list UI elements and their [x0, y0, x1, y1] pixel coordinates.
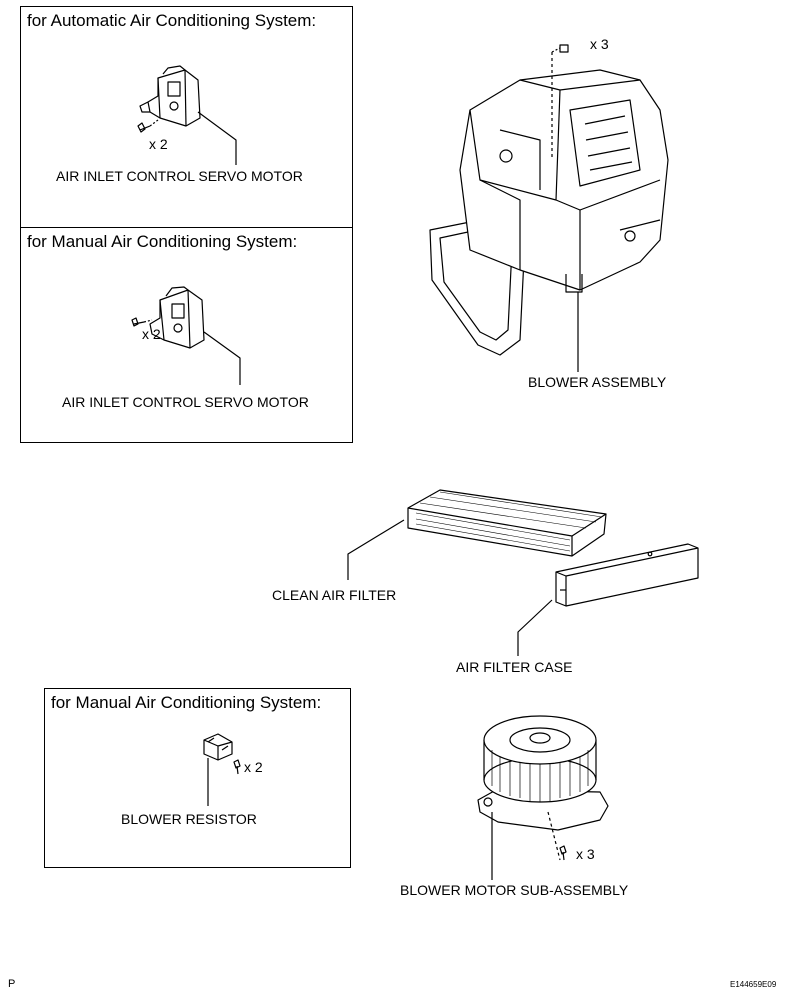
blower-resistor-icon	[203, 733, 233, 761]
blower-motor-label: BLOWER MOTOR SUB-ASSEMBLY	[400, 882, 629, 898]
page-marker: P	[8, 978, 16, 990]
blower-resistor-label: BLOWER RESISTOR	[121, 811, 257, 827]
blower-assembly-label: BLOWER ASSEMBLY	[528, 374, 667, 390]
blower-resistor-screw-qty: x 2	[244, 759, 263, 775]
leader-line	[197, 111, 237, 165]
manual-servo-panel: for Manual Air Conditioning System:	[20, 227, 353, 443]
auto-servo-panel-title: for Automatic Air Conditioning System:	[27, 11, 317, 30]
manual-resistor-panel: for Manual Air Conditioning System:	[44, 688, 351, 868]
manual-servo-label: AIR INLET CONTROL SERVO MOTOR	[62, 394, 309, 410]
screw-icon	[233, 759, 241, 775]
blower-assembly-screw-qty: x 3	[590, 36, 609, 52]
screw-icon	[131, 317, 153, 327]
air-filter-case-icon	[555, 543, 699, 607]
blower-motor-screw-qty: x 3	[576, 846, 595, 862]
auto-servo-label: AIR INLET CONTROL SERVO MOTOR	[56, 168, 303, 184]
leader-line	[203, 331, 241, 385]
clean-air-filter-icon	[407, 489, 607, 557]
manual-servo-panel-title: for Manual Air Conditioning System:	[27, 232, 298, 251]
screw-icon	[137, 119, 159, 133]
clean-air-filter-label: CLEAN AIR FILTER	[272, 587, 397, 603]
leader-line	[347, 519, 405, 580]
blower-motor-icon	[477, 715, 609, 861]
servo-motor-icon	[149, 286, 205, 349]
manual-servo-screw-qty: x 2	[142, 326, 161, 342]
blower-assembly-icon	[429, 44, 669, 356]
air-filter-case-label: AIR FILTER CASE	[456, 659, 573, 675]
auto-servo-screw-qty: x 2	[149, 136, 168, 152]
leader-line	[517, 599, 553, 656]
figure-code: E144659E09	[730, 980, 777, 989]
servo-motor-icon	[139, 65, 201, 127]
manual-resistor-panel-title: for Manual Air Conditioning System:	[51, 693, 322, 712]
